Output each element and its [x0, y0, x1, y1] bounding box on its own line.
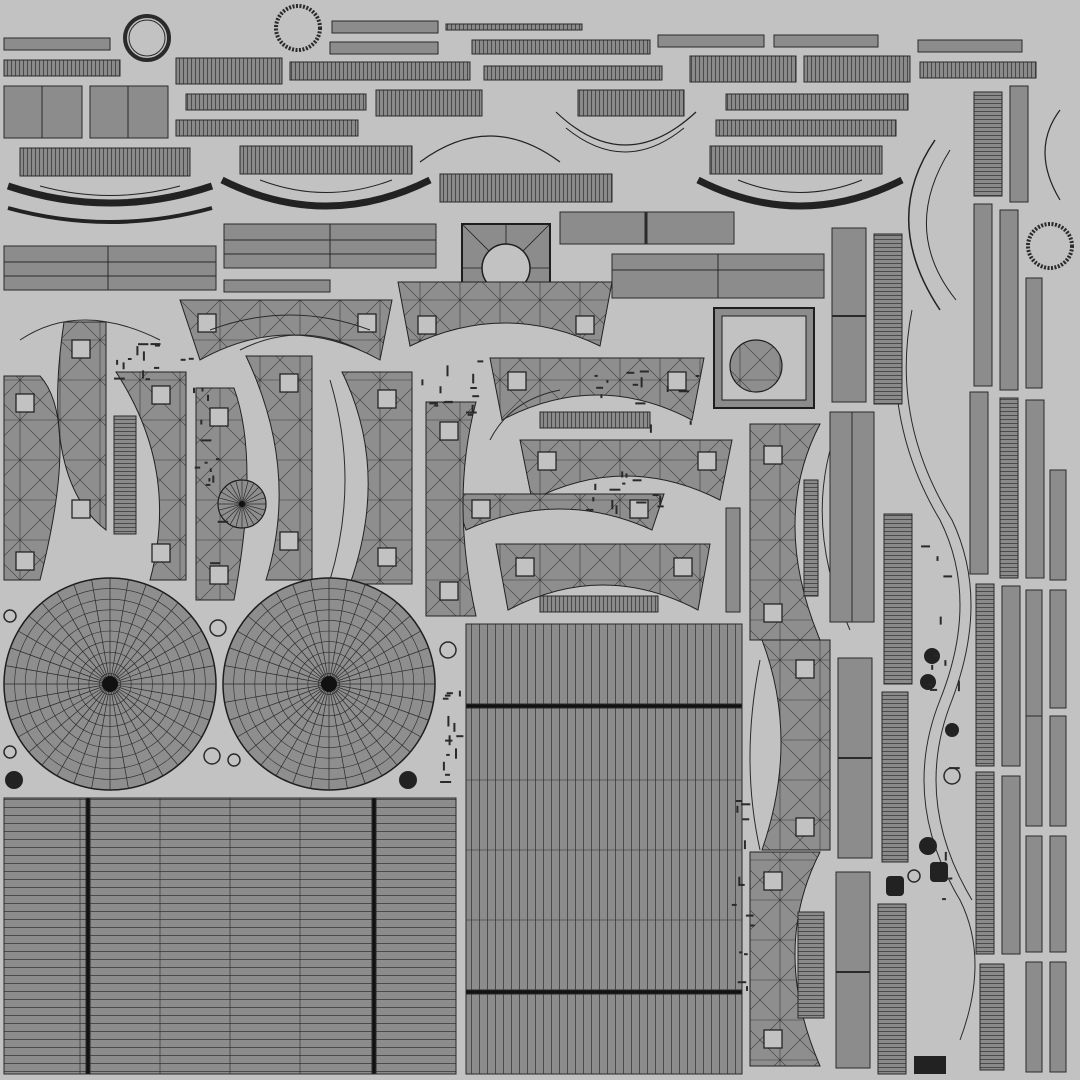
- inner-curves: [19, 299, 976, 1041]
- radial-lines: [4, 480, 435, 790]
- top-strips: [3, 20, 1037, 203]
- panel-bars: [113, 411, 825, 1019]
- mid-strips: [3, 211, 825, 299]
- large-grid-panel-left: [3, 797, 457, 1075]
- small-rings: [3, 609, 961, 883]
- top-rings: [123, 4, 1074, 270]
- curved-rails: [6, 109, 1061, 311]
- right-column-strips: [829, 85, 1067, 1075]
- small-dark-dots: [5, 648, 959, 1074]
- large-grid-panel-center: [465, 623, 743, 1075]
- micro-marks: [114, 343, 960, 991]
- panel-nodes: [15, 313, 815, 1049]
